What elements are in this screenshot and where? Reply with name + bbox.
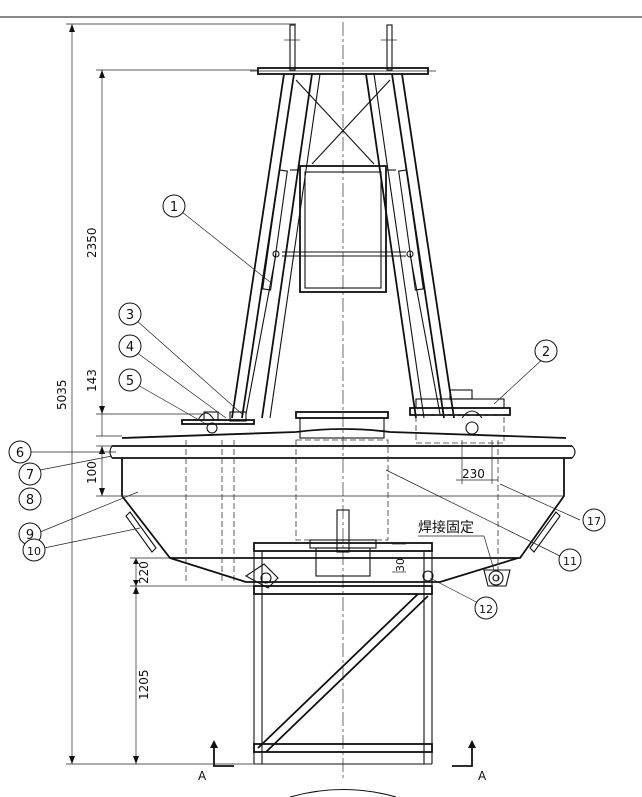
svg-text:1: 1: [170, 200, 178, 215]
antenna-posts: [284, 24, 397, 71]
callout-2: 2: [534, 339, 558, 363]
dim-upper-frame: 2350: [85, 227, 99, 258]
tower-frame: [231, 73, 455, 419]
weld-annotation: 焊接固定: [418, 519, 474, 536]
part-callouts: 1 2 3 4 5 6 7 8: [8, 194, 606, 620]
svg-text:8: 8: [26, 493, 34, 508]
dim-deck-offset: 143: [85, 369, 99, 392]
callout-4: 4: [118, 334, 142, 358]
callout-17: 17: [582, 508, 606, 532]
callout-7: 7: [18, 462, 42, 486]
tower-panel: [272, 165, 414, 293]
base-frame: [253, 542, 433, 765]
svg-text:17: 17: [587, 515, 601, 528]
callout-5: 5: [118, 368, 142, 392]
callout-11: 11: [558, 548, 582, 572]
deck-fittings-left: [181, 411, 255, 434]
dim-overall-height: 5035: [55, 379, 69, 410]
dim-hatch-offset: 230: [462, 467, 485, 481]
svg-text:9: 9: [26, 528, 34, 543]
lower-lugs: [244, 563, 511, 589]
callout-10: 10: [22, 538, 46, 562]
dim-skirt: 220: [137, 561, 151, 584]
svg-text:4: 4: [126, 340, 134, 355]
hatch-right: [409, 389, 511, 444]
svg-text:7: 7: [26, 468, 34, 483]
top-platform: [250, 67, 436, 75]
callout-12: 12: [474, 596, 498, 620]
callout-6: 6: [8, 440, 32, 464]
svg-text:5: 5: [126, 374, 134, 389]
svg-text:3: 3: [126, 308, 134, 323]
svg-text:2: 2: [542, 345, 550, 360]
section-mark-right: A: [478, 769, 487, 783]
callout-3: 3: [118, 302, 142, 326]
svg-text:6: 6: [16, 446, 24, 461]
leader-lines: [30, 211, 581, 607]
section-view-hint: [289, 789, 397, 797]
dim-base-frame: 1205: [137, 669, 151, 700]
section-mark-left: A: [198, 769, 207, 783]
svg-text:11: 11: [563, 555, 577, 568]
hull: [109, 428, 576, 583]
dim-small-gap: 30: [394, 558, 407, 572]
callout-8: 8: [18, 487, 42, 511]
dim-rim-height: 100: [85, 461, 99, 484]
svg-text:12: 12: [479, 603, 493, 616]
dimensions: 5035 2350 143 100 220 1205 230 30: [55, 23, 498, 765]
center-well: [295, 439, 389, 577]
svg-text:10: 10: [27, 545, 41, 558]
callout-1: 1: [162, 194, 186, 218]
center-well-top: [295, 411, 389, 439]
section-marks: A A: [198, 740, 487, 783]
